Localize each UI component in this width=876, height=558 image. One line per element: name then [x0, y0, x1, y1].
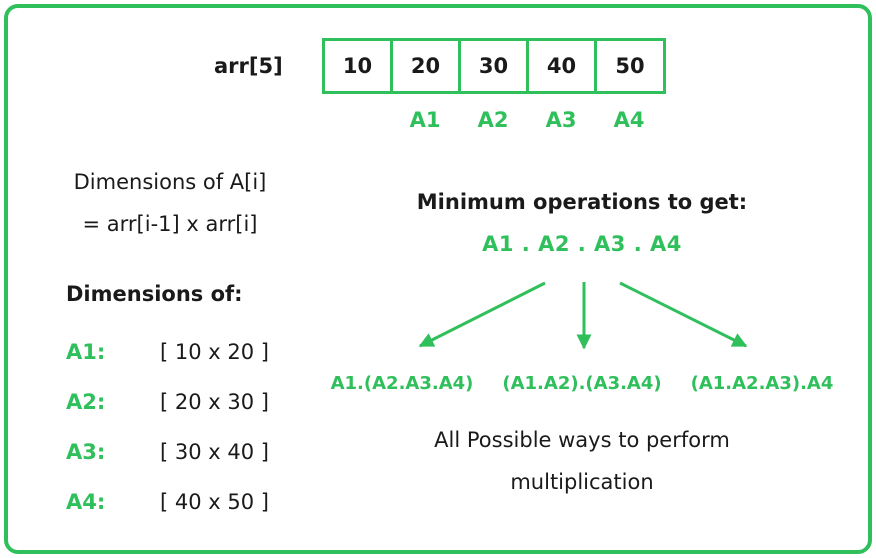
array-cell: 10 — [325, 41, 393, 91]
note-line-1: All Possible ways to perform — [434, 428, 730, 452]
array-cell: 20 — [393, 41, 461, 91]
matrix-label-a3: A3 — [545, 108, 577, 132]
note-line-2: multiplication — [510, 470, 654, 494]
parenthesization-1: A1.(A2.A3.A4) — [330, 373, 474, 394]
formula-line-1: Dimensions of A[i] — [73, 170, 267, 194]
minimum-heading: Minimum operations to get: — [416, 190, 748, 214]
formula-line-2: = arr[i-1] x arr[i] — [82, 212, 258, 236]
arrow-right — [619, 281, 748, 348]
matrix-label-a4: A4 — [613, 108, 645, 132]
parenthesization-3: (A1.A2.A3).A4 — [690, 373, 834, 394]
matrix-label-a1: A1 — [409, 108, 441, 132]
dimension-value: [ 40 x 50 ] — [160, 490, 269, 514]
matrix-label-a2: A2 — [477, 108, 509, 132]
dimension-name: A3: — [66, 440, 106, 464]
dimensions-heading: Dimensions of: — [66, 282, 243, 306]
matrix-product: A1 . A2 . A3 . A4 — [482, 232, 682, 256]
dimension-name: A1: — [66, 340, 106, 364]
dimension-value: [ 30 x 40 ] — [160, 440, 269, 464]
array-cell: 50 — [615, 54, 645, 78]
arrow-left — [418, 281, 546, 348]
dimension-value: [ 10 x 20 ] — [160, 340, 269, 364]
array-cell: 40 — [529, 41, 597, 91]
dimension-name: A4: — [66, 490, 106, 514]
dimension-name: A2: — [66, 390, 106, 414]
array-cells: 10 20 30 40 50 — [322, 38, 666, 94]
diagram-frame — [4, 4, 872, 554]
array-label: arr[5] — [214, 54, 283, 78]
array-cell: 30 — [461, 41, 529, 91]
dimension-value: [ 20 x 30 ] — [160, 390, 269, 414]
parenthesization-2: (A1.A2).(A3.A4) — [502, 373, 662, 394]
